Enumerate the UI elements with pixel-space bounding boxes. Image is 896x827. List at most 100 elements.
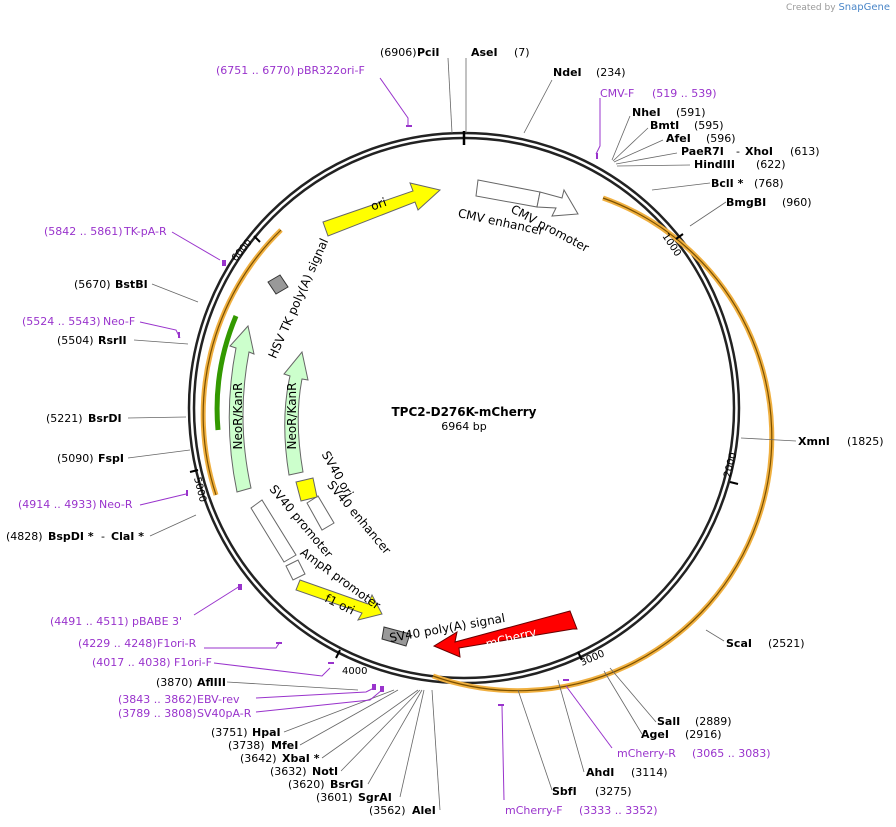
tick-6000 [253,235,261,243]
primer-sv40pa-r-name: SV40pA-R [197,707,252,720]
primer-mcherry-r-name: mCherry-R [617,747,676,760]
primer-f1ori-f-range: (4017 .. 4038) [92,656,171,669]
primer-neo-r-name: Neo-R [99,498,133,511]
feature-cmv-enhancer [475,179,541,208]
tick-1000 [675,233,684,240]
primer-mcherry-r-range: (3065 .. 3083) [692,747,771,760]
tick-2000 [729,481,739,485]
primer-neo-f-name: Neo-F [103,315,135,328]
site-pcii-name: PciI [417,46,439,59]
site-agei-name: AgeI [641,728,669,741]
primer-pbr322ori-f-range: (6751 .. 6770) [216,64,295,77]
feature-neor-kanr-outer-label: NeoR/KanR [231,382,245,449]
site-nhei-pos: (591) [676,106,706,119]
site-bmti-name: BmtI [650,119,679,132]
site-xhoi-name: XhoI [745,145,773,158]
primer-neo-f-range: (5524 .. 5543) [22,315,101,328]
site-nhei-name: NheI [632,106,661,119]
site-ahdi-name: AhdI [586,766,614,779]
site-rsrii-name: RsrII [98,334,127,347]
site-afei-name: AfeI [666,132,691,145]
site-xbai-name: XbaI * [282,752,320,765]
site-alei-pos: (3562) [369,804,406,817]
primer-sv40pa-r-range: (3789 .. 3808) [118,707,197,720]
feature-sv40-polya [381,626,411,647]
site-mfei-name: MfeI [271,739,298,752]
site-paer7i-name: PaeR7I [681,145,724,158]
site-sbfi-pos: (3275) [595,785,632,798]
site-hindiii-name: HindIII [694,158,735,171]
site-pcii-paren: (6906) [380,46,417,59]
site-asei-name: AseI [471,46,498,59]
primer-ebv-rev-name: EBV-rev [197,693,240,706]
plasmid-name: TPC2-D276K-mCherry [391,405,536,419]
site-hpai-pos: (3751) [211,726,248,739]
primer-mcherry-f-range: (3333 .. 3352) [579,804,658,817]
site-bspdi-name: BspDI * [48,530,94,543]
site-hpai-name: HpaI [252,726,281,739]
site-clai-dash: - [101,530,105,543]
feature-sv40-enhancer [306,495,335,531]
feature-hsv-tk-polya-label: HSV TK poly(A) signal [266,236,332,360]
site-sbfi-name: SbfI [552,785,577,798]
site-afliii-name: AflIII [197,676,226,689]
tick-label-6000: 6000 [230,237,255,264]
site-clai-name: ClaI * [111,530,144,543]
site-sali-pos: (2889) [695,715,732,728]
site-scai-name: ScaI [726,637,752,650]
site-sgrai-pos: (3601) [316,791,353,804]
site-fspi-pos: (5090) [57,452,94,465]
site-agei-pos: (2916) [685,728,722,741]
site-alei-name: AleI [412,804,436,817]
primer-mcherry-f-name: mCherry-F [505,804,563,817]
site-xmni-name: XmnI [798,435,830,448]
site-ndei-name: NdeI [553,66,582,79]
primer-tk-pa-r-name: TK-pA-R [123,225,167,238]
site-sgrai-name: SgrAI [358,791,392,804]
primer-neo-r-range: (4914 .. 4933) [18,498,97,511]
site-bstbi-pos: (5670) [74,278,111,291]
site-bsrgi-name: BsrGI [330,778,363,791]
primer-tk-pa-r-range: (5842 .. 5861) [44,225,123,238]
site-noti-name: NotI [312,765,338,778]
orf-arc-main-line [432,197,773,692]
site-xmni-pos: (1825) [847,435,884,448]
orf-arc-left-line [202,229,282,496]
tick-3000 [577,651,583,661]
primer-cmv-f-range: (519 .. 539) [652,87,717,100]
site-xbai-pos: (3642) [240,752,277,765]
snapgene-logo: SnapGene [838,2,890,13]
primer-f1ori-f-name: F1ori-F [174,656,212,669]
primer-f1ori-r-name: F1ori-R [157,637,197,650]
tick-label-5000: 5000 [191,476,208,503]
primer-f1ori-r-range: (4229 .. 4248) [78,637,157,650]
site-bcli-name: BclI * [711,177,744,190]
primer-labels: (6751 .. 6770) pBR322ori-F CMV-F (519 ..… [18,64,771,817]
site-noti-pos: (3632) [270,765,307,778]
site-bmgbi-pos: (960) [782,196,812,209]
primer-pbabe3-range: (4491 .. 4511) [50,615,129,628]
site-labels: (6906) PciI AseI (7) NdeI (234) NheI (59… [6,46,884,817]
site-afliii-pos: (3870) [156,676,193,689]
tick-4000 [335,649,341,659]
site-xhoi-pos: (613) [790,145,820,158]
primer-ebv-rev-range: (3843 .. 3862) [118,693,197,706]
site-bsrdi-pos: (5221) [46,412,83,425]
site-rsrii-pos: (5504) [57,334,94,347]
site-bcli-pos: (768) [754,177,784,190]
site-hindiii-pos: (622) [756,158,786,171]
site-bspdi-pos: (4828) [6,530,43,543]
site-xhoi-dash: - [736,145,740,158]
site-mfei-pos: (3738) [228,739,265,752]
primer-pbabe3-name: pBABE 3' [132,615,182,628]
primer-pbr322ori-f-name: pBR322ori-F [297,64,365,77]
site-bstbi-name: BstBI [115,278,148,291]
site-asei-pos: (7) [514,46,530,59]
feature-sv40-promoter [250,499,297,563]
feature-neor-kanr-outer [228,324,255,493]
feature-sv40-enhancer-label: SV40 enhancer [324,478,394,557]
site-afei-pos: (596) [706,132,736,145]
site-ndei-pos: (234) [596,66,626,79]
site-sali-name: SalI [657,715,680,728]
feature-hsv-tk-polya [267,274,289,295]
